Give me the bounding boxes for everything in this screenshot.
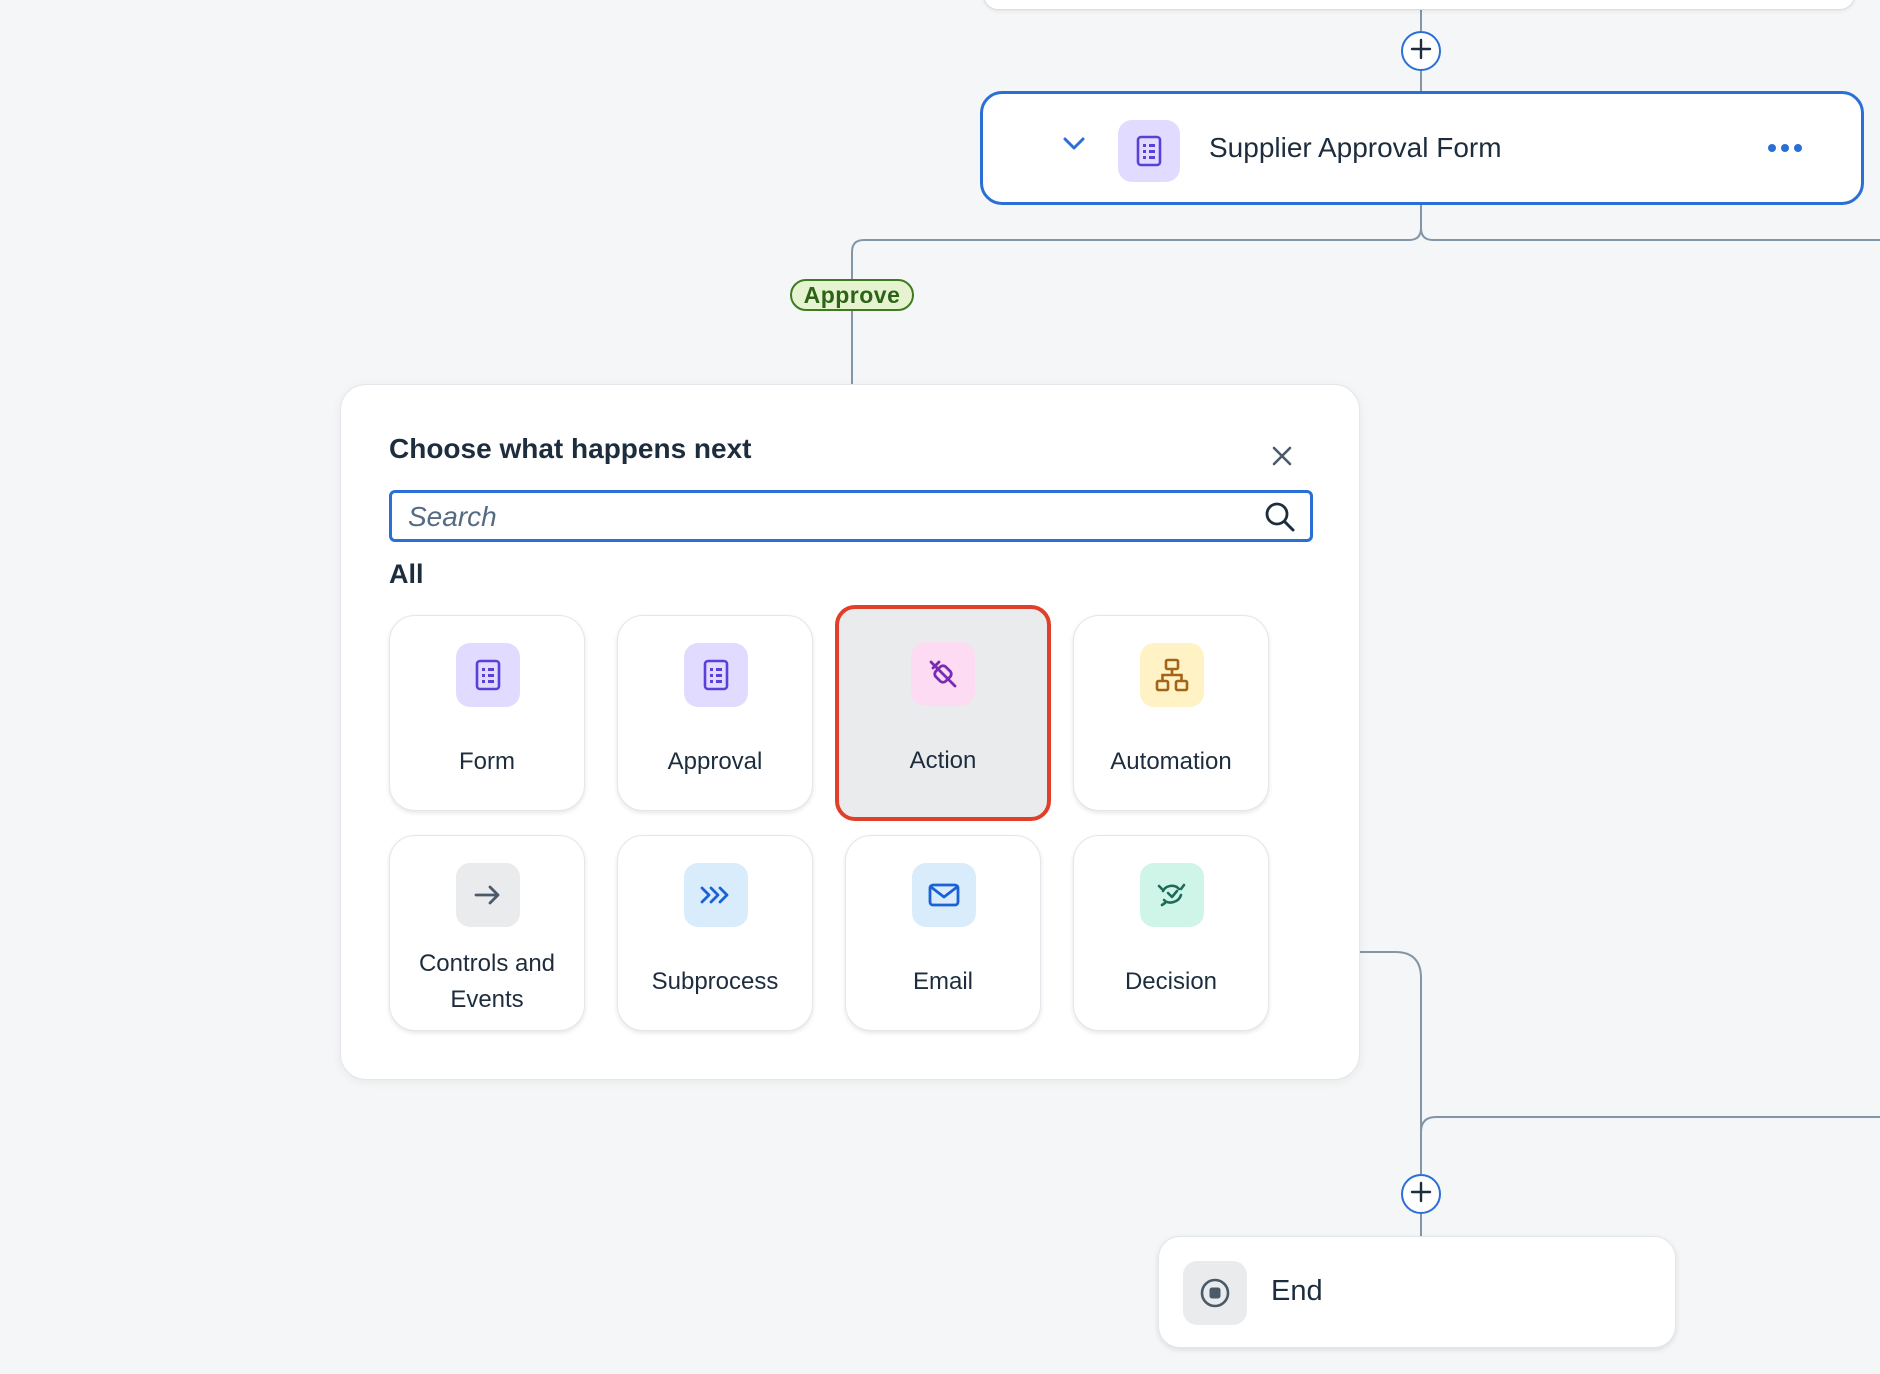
tile-label: Automation (1110, 748, 1232, 775)
tile-form[interactable]: Form (389, 615, 585, 811)
tile-subprocess[interactable]: Subprocess (617, 835, 813, 1031)
add-step-button-bottom[interactable] (1401, 1174, 1441, 1214)
more-options-button[interactable] (1763, 132, 1807, 166)
chevron-down-icon (1062, 135, 1086, 156)
tile-label: Email (912, 968, 973, 995)
search-input[interactable] (406, 493, 1240, 541)
tile-label: Decision (1124, 968, 1218, 995)
tile-label: Form (459, 748, 515, 775)
more-icon (1767, 140, 1803, 158)
previous-step-node[interactable] (983, 0, 1855, 10)
automation-icon (1140, 643, 1204, 707)
decision-icon (1140, 863, 1204, 927)
tile-label: Action (909, 747, 977, 774)
arrow-right-icon (456, 863, 520, 927)
end-label: End (1271, 1275, 1323, 1307)
search-field (389, 490, 1313, 542)
tile-action[interactable]: Action (835, 605, 1051, 821)
email-icon (912, 863, 976, 927)
tile-label: Controls and Events (418, 950, 556, 1013)
end-node[interactable]: End (1158, 1236, 1676, 1348)
section-label-all: All (389, 559, 424, 589)
choose-next-popover: Choose what happens next All Form (340, 384, 1360, 1080)
form-icon (1118, 120, 1180, 182)
supplier-approval-form-node[interactable]: Supplier Approval Form (980, 91, 1864, 205)
tile-label: Approval (667, 748, 763, 775)
action-plug-icon (911, 642, 975, 706)
add-step-button[interactable] (1401, 31, 1441, 71)
tile-label: Subprocess (651, 968, 779, 995)
branch-label-approve: Approve (790, 279, 914, 311)
approval-icon (684, 643, 748, 707)
search-icon[interactable] (1262, 499, 1298, 535)
close-button[interactable] (1265, 441, 1299, 475)
tile-controls-and-events[interactable]: Controls and Events (389, 835, 585, 1031)
tile-automation[interactable]: Automation (1073, 615, 1269, 811)
plus-icon (1409, 37, 1433, 66)
popover-title: Choose what happens next (389, 433, 752, 464)
tile-decision[interactable]: Decision (1073, 835, 1269, 1031)
plus-icon (1409, 1180, 1433, 1209)
collapse-button[interactable] (1057, 128, 1091, 162)
subprocess-icon (684, 863, 748, 927)
tile-approval[interactable]: Approval (617, 615, 813, 811)
tile-email[interactable]: Email (845, 835, 1041, 1031)
stop-icon (1183, 1261, 1247, 1325)
node-title: Supplier Approval Form (1209, 132, 1502, 163)
form-icon (456, 643, 520, 707)
close-icon (1271, 445, 1293, 472)
